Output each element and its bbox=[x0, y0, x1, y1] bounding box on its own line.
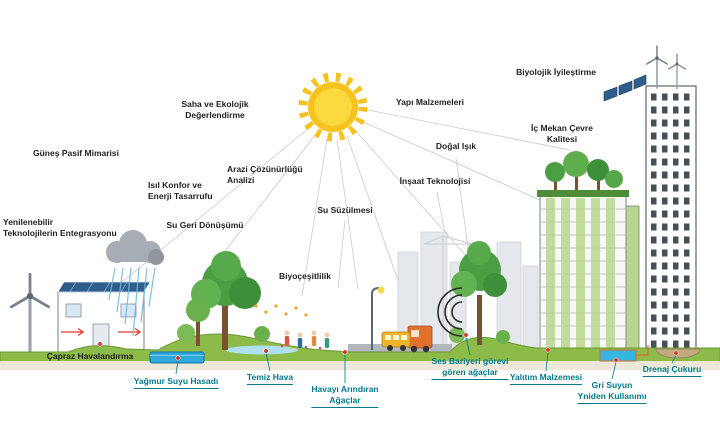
label-line: Enerji Tasarrufu bbox=[148, 191, 213, 202]
bus-icon bbox=[381, 331, 411, 351]
construction-crane-icon bbox=[423, 235, 473, 352]
stream-icon bbox=[226, 345, 298, 355]
passive-house-icon bbox=[57, 281, 151, 353]
label-havayi-arindiran-agaclar: Havayı Arındıran Ağaçlar bbox=[311, 384, 378, 408]
cross-ventilation-arrows-icon bbox=[61, 327, 142, 337]
label-ses-bariyeri-agaclar: Ses Bariyeri görevi gören ağaçlar bbox=[431, 356, 508, 380]
label-line: Gri Suyun bbox=[591, 380, 633, 390]
label-yalitim-malzemesi: Yalıtım Malzemesi bbox=[510, 372, 582, 385]
label-su-geri-donusumu: Su Geri Dönüşümü bbox=[166, 220, 244, 230]
label-dogal-isik: Doğal Işık bbox=[435, 141, 477, 151]
label-arazi-cozunurlugu-analizi: Arazi Çözünürlüğü Analizi bbox=[227, 164, 303, 186]
pollen-dots-icon bbox=[254, 304, 308, 317]
label-temiz-hava: Temiz Hava bbox=[247, 372, 293, 385]
street-lamp-icon bbox=[371, 286, 385, 350]
label-insaat-teknolojisi: İnşaat Teknolojisi bbox=[399, 176, 471, 186]
label-su-suzulmesi: Su Süzülmesi bbox=[317, 205, 373, 215]
green-roof-building-icon bbox=[537, 151, 640, 353]
rain-icon bbox=[108, 267, 156, 337]
solar-panel-icon bbox=[603, 74, 647, 102]
label-line: İç Mekan Çevre bbox=[531, 123, 593, 133]
rooftop-trees-icon bbox=[545, 151, 623, 190]
label-yagmur-suyu-hasadi: Yağmur Suyu Hasadı bbox=[134, 376, 219, 389]
label-line: Kalitesi bbox=[546, 134, 578, 145]
label-line: Arazi Çözünürlüğü bbox=[227, 164, 303, 174]
sun-icon bbox=[298, 72, 368, 142]
wind-turbine-icon bbox=[9, 272, 51, 354]
label-yenilenebilir-entegrasyonu: Yenilenebilir Teknolojilerin Entegrasyon… bbox=[3, 217, 117, 239]
sound-barrier-arcs-icon bbox=[437, 287, 463, 337]
label-line: Teknolojilerin Entegrasyonu bbox=[3, 228, 117, 239]
label-capraz-havalandirma: Çapraz Havalandırma bbox=[46, 351, 134, 361]
truck-icon bbox=[407, 325, 433, 353]
label-isil-konfor-enerji-tasarrufu: Isıl Konfor ve Enerji Tasarrufu bbox=[148, 180, 213, 202]
label-line: Değerlendirme bbox=[185, 110, 245, 121]
label-line: Isıl Konfor ve bbox=[148, 180, 202, 190]
label-ic-mekan-cevre-kalitesi: İç Mekan Çevre Kalitesi bbox=[531, 123, 593, 145]
tree-icon bbox=[449, 241, 510, 345]
road bbox=[348, 344, 452, 353]
people-icon bbox=[280, 330, 330, 350]
label-line: Saha ve Ekolojik bbox=[181, 99, 249, 109]
label-line: gören ağaçlar bbox=[442, 367, 498, 378]
label-drenaj-cukuru: Drenaj Çukuru bbox=[643, 364, 702, 377]
label-line: Havayı Arındıran bbox=[311, 384, 379, 394]
label-saha-ve-ekolojik-degerlendirme: Saha ve Ekolojik Değerlendirme bbox=[181, 99, 248, 121]
tree-icon bbox=[177, 251, 270, 350]
label-line: Yenilenebilir bbox=[3, 217, 54, 227]
label-line: Yniden Kullanımı bbox=[577, 391, 647, 402]
label-biyocesitlilik: Biyoçeşitlilik bbox=[279, 271, 331, 281]
label-line: Ağaçlar bbox=[329, 395, 361, 406]
label-gri-suyun-kullanimi: Gri Suyun Yniden Kullanımı bbox=[578, 380, 647, 404]
soil bbox=[0, 361, 720, 370]
label-line: Analizi bbox=[227, 175, 255, 186]
label-leader-lines bbox=[175, 336, 677, 383]
label-gunes-pasif-mimarisi: Güneş Pasif Mimarisi bbox=[33, 148, 119, 158]
wind-turbine-icon bbox=[667, 53, 687, 90]
solar-panel-icon bbox=[57, 281, 151, 293]
wind-turbine-icon bbox=[645, 45, 669, 90]
high-rise-building-icon bbox=[603, 45, 697, 353]
label-yapi-malzemeleri: Yapı Malzemeleri bbox=[395, 97, 465, 107]
map-pin-icon bbox=[97, 332, 679, 363]
label-line: Ses Bariyeri görevi bbox=[431, 356, 509, 366]
rain-cloud-icon bbox=[106, 230, 164, 337]
label-biyolojik-iyilestirme: Biyolojik İyileştirme bbox=[516, 67, 596, 77]
